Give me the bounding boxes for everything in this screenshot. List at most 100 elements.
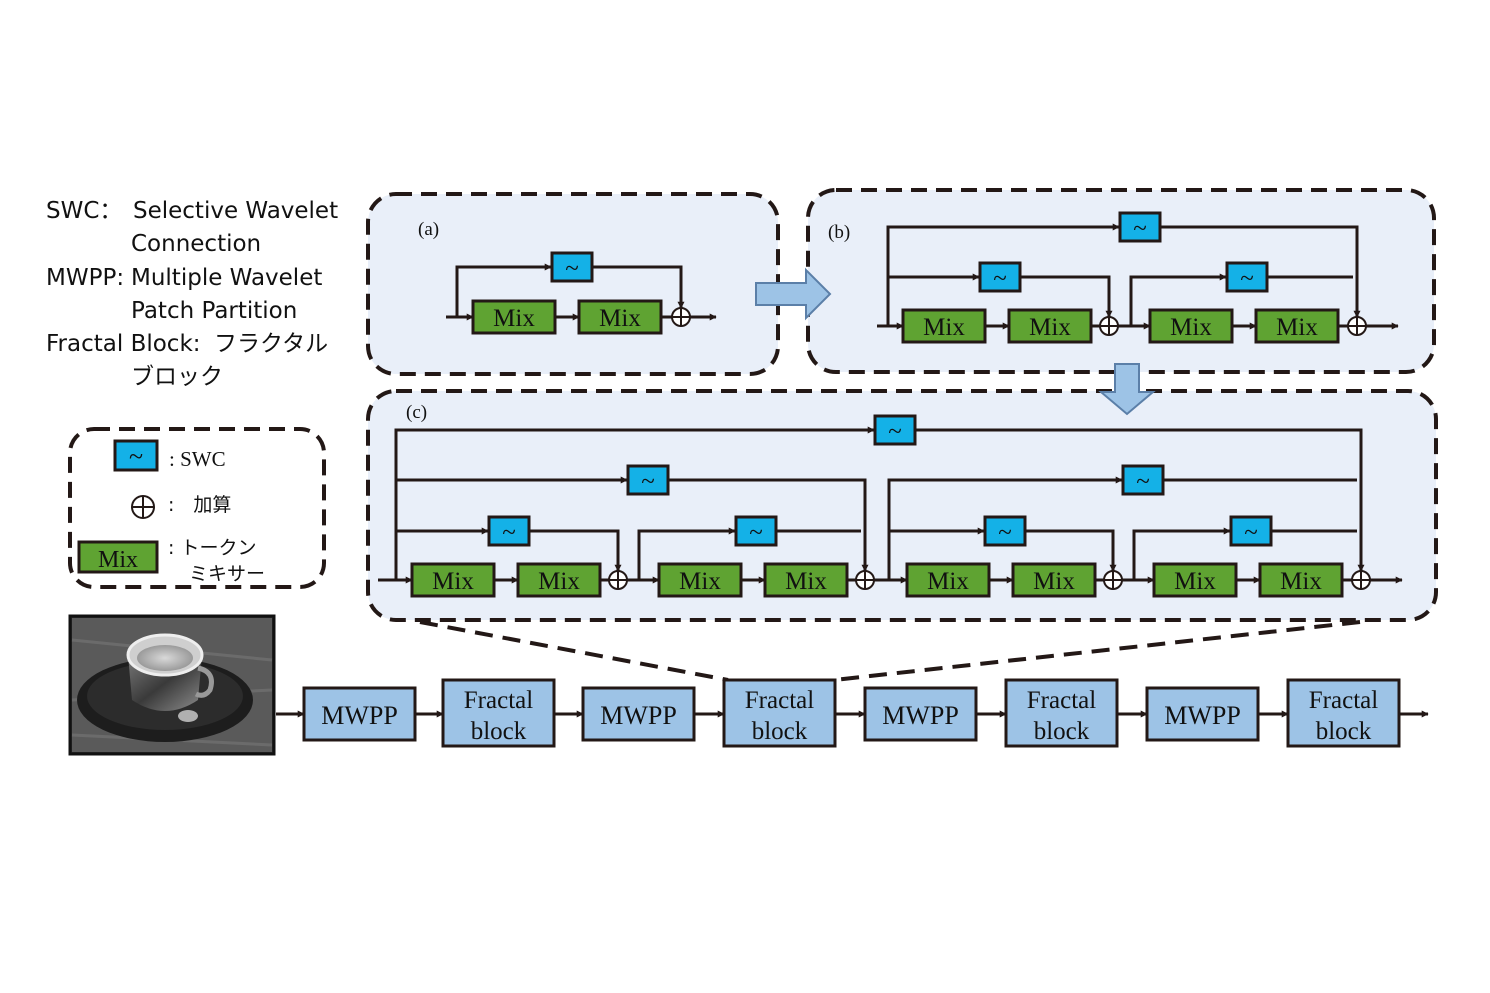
- panel-a-content: Mix Mix ~: [446, 251, 717, 335]
- legend-add-icon: [131, 495, 155, 519]
- fractal-label-2: block: [1316, 718, 1372, 745]
- connector-line: [887, 476, 1123, 580]
- panel-b-label: (b): [828, 222, 850, 243]
- swc-definition-line1: Selective Wavelet: [133, 198, 338, 224]
- swc-tilde: ~: [1244, 519, 1258, 546]
- mix-block: [1011, 562, 1097, 598]
- legend-mix-icon: [77, 540, 159, 574]
- mix-block: [763, 562, 849, 598]
- mwpp-label: MWPP: [321, 701, 398, 730]
- legend-mix-label-2: ミキサー: [189, 563, 265, 585]
- fractal-abbr: Fractal Block:: [46, 331, 201, 357]
- zoom-line-right: [833, 620, 1361, 682]
- swc-tilde: ~: [1240, 265, 1254, 292]
- fractal-definition-line1: フラクタル: [214, 331, 328, 357]
- mix-label: Mix: [1174, 568, 1216, 595]
- arrow-b-to-c: [1098, 363, 1156, 416]
- fractal-block: [722, 678, 837, 748]
- swc-block: [1229, 515, 1273, 547]
- swc-block: [734, 515, 778, 547]
- legend-frame: [68, 427, 326, 589]
- connector-line: [1026, 529, 1117, 572]
- swc-tilde: ~: [888, 418, 902, 445]
- connector-line: [1132, 527, 1231, 580]
- connector-line: [637, 527, 736, 580]
- swc-tilde: ~: [565, 255, 579, 282]
- legend-swc-label: : SWC: [169, 447, 226, 471]
- mix-label: Mix: [1170, 314, 1212, 341]
- mix-label: Mix: [538, 568, 580, 595]
- fractal-label-2: block: [1034, 718, 1090, 745]
- mwpp-label: MWPP: [1164, 701, 1241, 730]
- panel-c-label: (c): [406, 402, 427, 423]
- mwpp-abbr: MWPP:: [46, 265, 124, 291]
- mwpp-definition-line2: Patch Partition: [131, 298, 297, 324]
- fractal-label-2: block: [471, 718, 527, 745]
- fractal-label-1: Fractal: [464, 687, 533, 714]
- connector-line: [1129, 273, 1227, 326]
- mix-label: Mix: [923, 314, 965, 341]
- mix-block: [1258, 562, 1344, 598]
- mix-label: Mix: [1276, 314, 1318, 341]
- swc-tilde: ~: [993, 265, 1007, 292]
- connector-line: [886, 223, 1120, 326]
- mix-block: [657, 562, 743, 598]
- mix-label: Mix: [432, 568, 474, 595]
- mix-label: Mix: [785, 568, 827, 595]
- arrow-a-to-b: [755, 267, 832, 321]
- swc-abbr: SWC：: [46, 198, 122, 224]
- mix-block: [410, 562, 496, 598]
- connector-line: [1161, 225, 1361, 318]
- fractal-definition-line2: ブロック: [131, 364, 223, 390]
- mix-label: Mix: [599, 305, 641, 332]
- mwpp-label: MWPP: [600, 701, 677, 730]
- swc-tilde: ~: [998, 519, 1012, 546]
- mwpp-definition-line1: Multiple Wavelet: [131, 265, 322, 291]
- mix-label: Mix: [1033, 568, 1075, 595]
- mix-label: Mix: [1280, 568, 1322, 595]
- swc-block: [1118, 211, 1162, 243]
- mix-block: [901, 308, 987, 344]
- input-image: [68, 614, 276, 756]
- swc-tilde: ~: [749, 519, 763, 546]
- swc-tilde: ~: [1136, 468, 1150, 495]
- fractal-label-1: Fractal: [745, 687, 814, 714]
- panel-c-content: Mix Mix Mix Mix Mix Mix Mix Mix ~ ~ ~ ~ ~ ~ ~: [378, 414, 1403, 598]
- connector-line: [593, 265, 685, 309]
- swc-tilde: ~: [502, 519, 516, 546]
- connector-line: [669, 478, 869, 572]
- swc-block: [978, 261, 1022, 293]
- fractal-label-1: Fractal: [1309, 687, 1378, 714]
- connector-line: [530, 529, 622, 572]
- swc-block: [487, 515, 531, 547]
- mix-block: [516, 562, 602, 598]
- swc-block: [1121, 464, 1165, 496]
- mix-block: [577, 299, 663, 335]
- connector-line: [916, 428, 1365, 572]
- pipeline: MWPP MWPP MWPP MWPP Fractal block Fractal block…: [276, 678, 1429, 748]
- panel-a-label: (a): [418, 219, 439, 240]
- swc-block: [626, 464, 670, 496]
- mix-label: Mix: [927, 568, 969, 595]
- swc-block: [983, 515, 1027, 547]
- legend-add-label: : 加算: [168, 494, 231, 516]
- swc-block: [1225, 261, 1269, 293]
- mwpp-label: MWPP: [882, 701, 959, 730]
- mwpp-block: [1145, 686, 1260, 742]
- mix-label: Mix: [679, 568, 721, 595]
- mix-block: [1152, 562, 1238, 598]
- mix-label: Mix: [1029, 314, 1071, 341]
- glossary: SWC： Selective Wavelet Connection MWPP: …: [46, 198, 338, 390]
- connector-line: [1021, 275, 1113, 318]
- fractal-label-2: block: [752, 718, 808, 745]
- mix-block: [471, 299, 557, 335]
- legend-mix-label-1: : トークン: [168, 537, 256, 559]
- legend-swc-tilde: ~: [129, 442, 143, 471]
- legend-mix-text: Mix: [98, 547, 138, 573]
- mix-label: Mix: [493, 305, 535, 332]
- swc-tilde: ~: [641, 468, 655, 495]
- fractal-label-1: Fractal: [1027, 687, 1096, 714]
- mix-block: [905, 562, 991, 598]
